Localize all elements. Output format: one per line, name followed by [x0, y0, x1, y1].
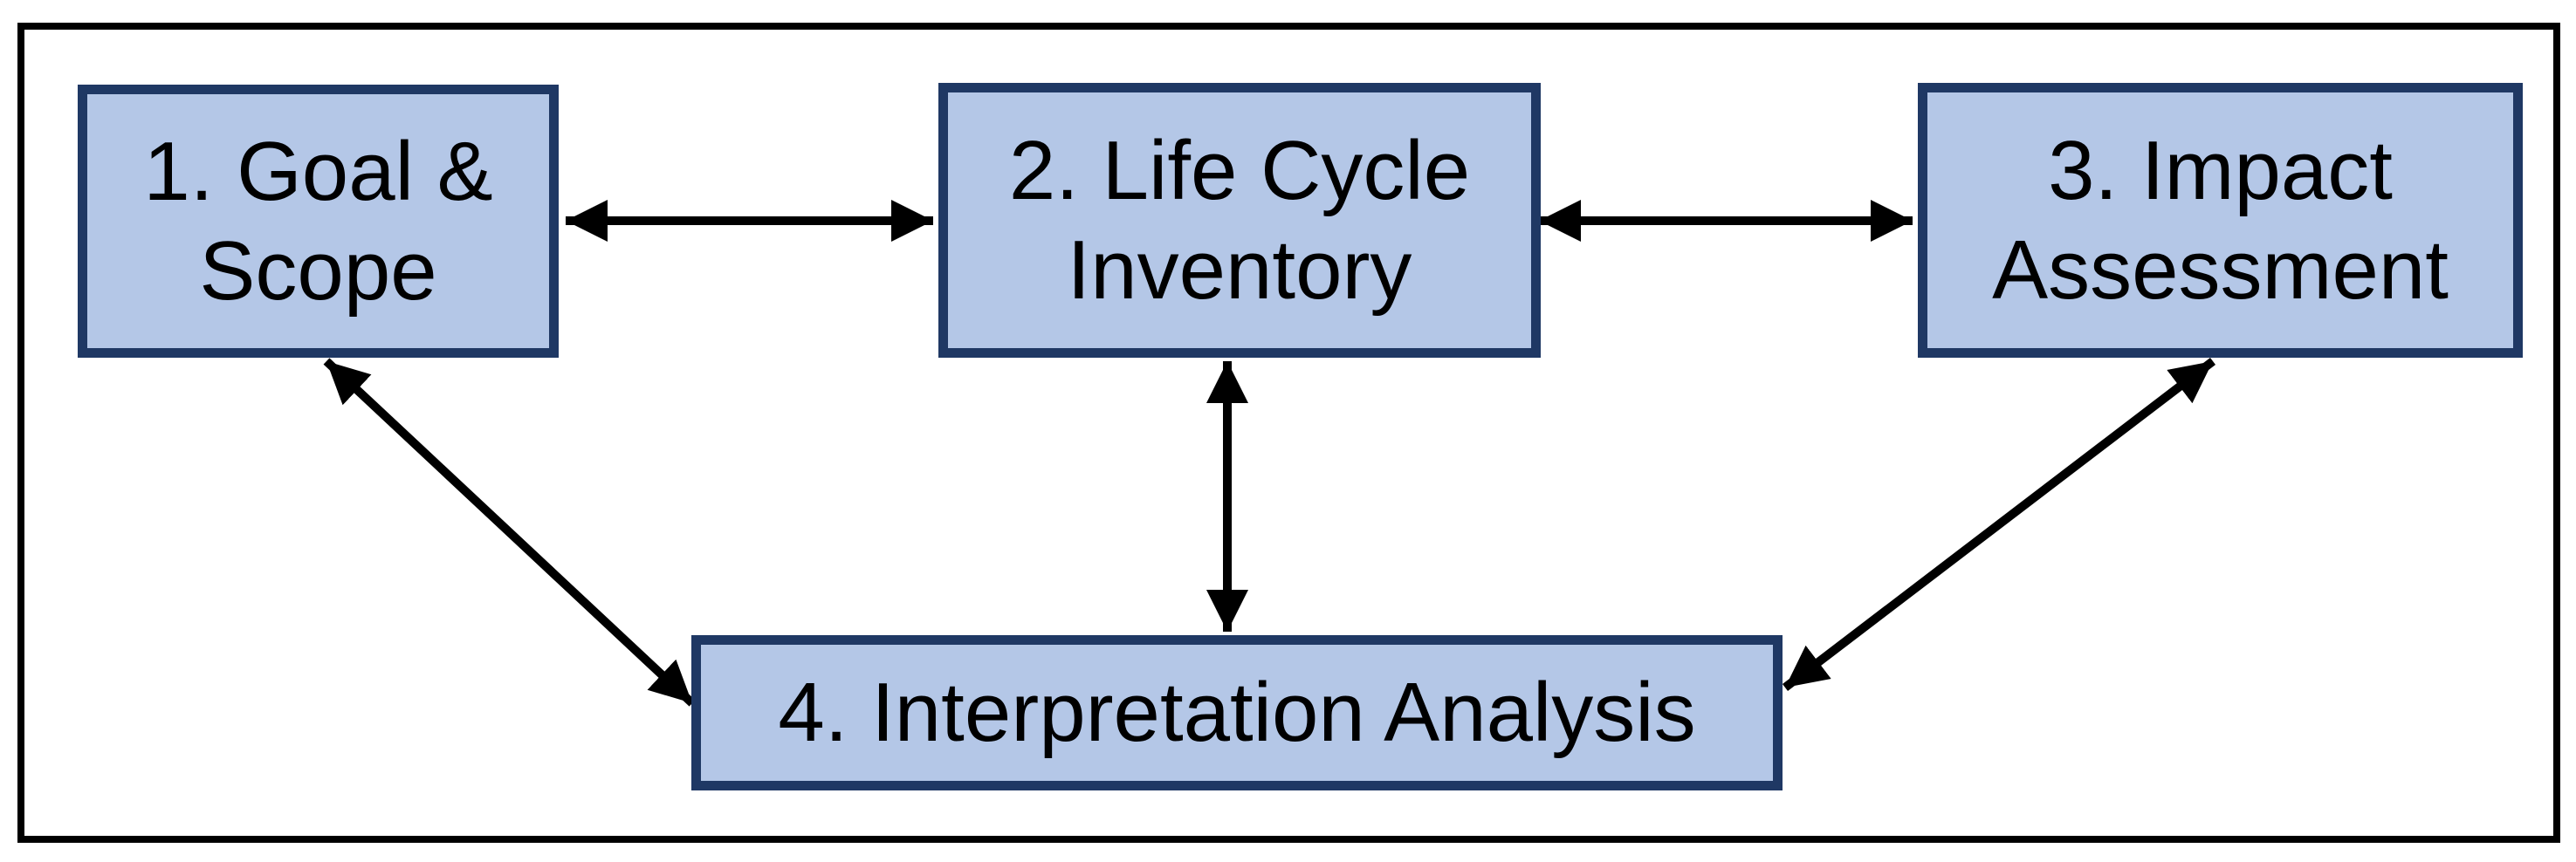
arrow-interpretation-impact [1782, 358, 2216, 691]
box-impact-assessment: 3. Impact Assessment [1918, 83, 2523, 358]
box-goal-scope-label: 1. Goal & Scope [143, 125, 493, 318]
box-life-cycle-inventory: 2. Life Cycle Inventory [938, 83, 1541, 358]
box-impact-assessment-label: 3. Impact Assessment [1992, 124, 2449, 317]
arrow-goalscope-interpretation [323, 358, 696, 707]
box-interpretation-analysis: 4. Interpretation Analysis [691, 635, 1783, 790]
box-goal-scope: 1. Goal & Scope [78, 85, 559, 358]
box-life-cycle-inventory-label: 2. Life Cycle Inventory [1008, 124, 1471, 317]
box-interpretation-analysis-label: 4. Interpretation Analysis [778, 666, 1696, 760]
outer-frame [17, 23, 2560, 843]
